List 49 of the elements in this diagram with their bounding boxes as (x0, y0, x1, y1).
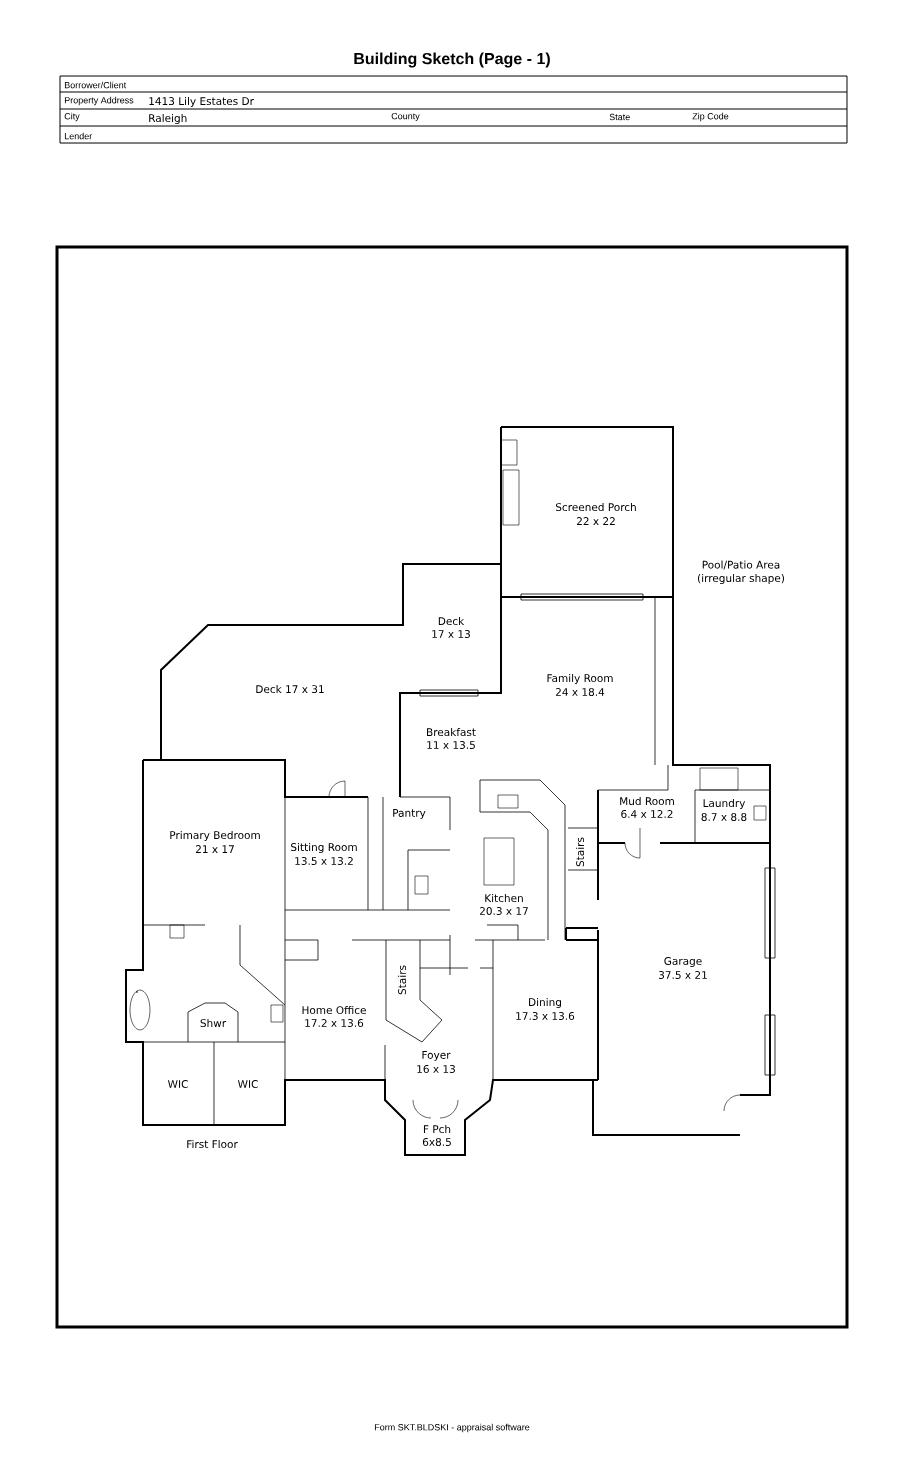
floor-label: First Floor (187, 1139, 238, 1149)
diagram-title: Building Sketch (Page - 1) (354, 52, 550, 68)
room-dimensions: 11 x 13.5 (427, 741, 475, 749)
room-dimensions: 17.3 x 13.6 (516, 1012, 575, 1020)
room-dimensions: 17 x 13 (432, 630, 470, 638)
form-field-label: County (391, 112, 420, 122)
form-field-label: Borrower/Client (64, 81, 127, 89)
room-label: Stairs (397, 965, 407, 995)
room-dimensions: 17.2 x 13.6 (305, 1019, 364, 1027)
room-dimensions: 13.5 x 13.2 (295, 857, 353, 865)
room-dimensions: 6.4 x 12.2 (621, 810, 673, 818)
field-value: 1413 Lily Estates Dr (149, 96, 254, 108)
form-field-label: City (64, 112, 80, 122)
room-label: F Pch (423, 1124, 451, 1134)
room-label: Dining (529, 997, 561, 1009)
room-label: Kitchen (485, 893, 523, 903)
room-label: Foyer (422, 1051, 451, 1061)
room-label: Garage (664, 957, 702, 967)
area-note: (irregular shape) (698, 573, 784, 585)
form-field-label: Property Address (64, 96, 134, 106)
room-label: Stairs (575, 837, 585, 867)
form-field-label: Lender (64, 132, 93, 140)
room-label: Mud Room (620, 796, 674, 806)
room-dimensions: 8.7 x 8.8 (701, 813, 747, 821)
room-label: Pantry (393, 809, 426, 819)
room-label: Laundry (703, 798, 746, 810)
room-dimensions: 6x8.5 (422, 1138, 451, 1146)
area-note: Pool/Patio Area (702, 560, 780, 570)
room-dimensions: 21 x 17 (195, 845, 234, 853)
room-label: Deck (438, 616, 465, 626)
room-label: Shwr (200, 1018, 227, 1028)
room-dimensions: 20.3 x 17 (479, 907, 528, 915)
room-label: WIC (167, 1080, 188, 1088)
room-label: Breakfast (427, 727, 476, 737)
form-field-label: State (609, 113, 630, 121)
room-label: Home Office (302, 1005, 366, 1015)
room-label: Family Room (547, 673, 613, 685)
footer-note: Form SKT.BLDSKI - appraisal software (374, 1423, 530, 1433)
room-label: Primary Bedroom (170, 830, 260, 842)
room-label: Sitting Room (291, 842, 357, 854)
room-dimensions: 16 x 13 (417, 1065, 455, 1073)
room-label: Deck 17 x 31 (256, 684, 324, 694)
room-dimensions: 22 x 22 (576, 517, 615, 525)
room-label: Screened Porch (555, 502, 636, 512)
field-value: Raleigh (149, 113, 187, 125)
room-label: WIC (237, 1080, 258, 1088)
form-field-label: Zip Code (692, 112, 729, 122)
room-dimensions: 24 x 18.4 (555, 688, 605, 696)
room-dimensions: 37.5 x 21 (659, 971, 707, 979)
